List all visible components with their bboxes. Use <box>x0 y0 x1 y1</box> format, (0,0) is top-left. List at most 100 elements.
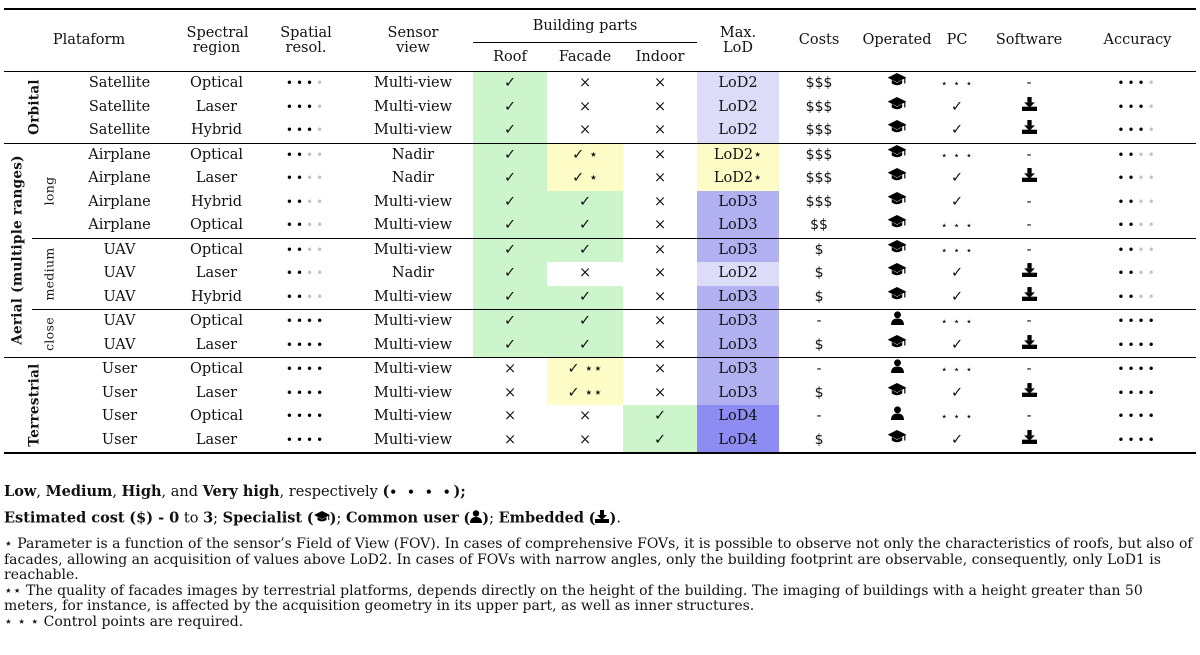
platform-cell: UAV <box>103 288 136 305</box>
spatial-resolution-dots: •••• <box>285 409 327 424</box>
cost-cell: $$$ <box>805 122 833 139</box>
common-user-icon <box>890 358 904 381</box>
header-facade: Facade <box>547 42 624 72</box>
roof-cell: ✓ <box>473 119 548 143</box>
spatial-resolution-dots: •••• <box>259 309 354 334</box>
operated-cell <box>859 237 936 262</box>
header-spectral: Spectral region <box>174 8 260 72</box>
software-cell: - <box>1026 408 1032 425</box>
max-lod-cell: LoD3 <box>697 357 780 382</box>
sensor-view-cell: Multi-view <box>374 408 453 425</box>
header-roof: Roof <box>473 42 548 72</box>
sensor-view-cell: Multi-view <box>374 217 453 234</box>
spatial-resolution-dots: •••• <box>285 218 327 233</box>
operated-cell <box>859 429 935 454</box>
platform-cell: Airplane <box>88 170 151 187</box>
indoor-cell: × <box>653 265 667 282</box>
accuracy-dots: •••• <box>1117 123 1158 138</box>
cost-cell: $ <box>814 431 824 448</box>
specialist-icon <box>887 119 907 142</box>
operated-cell <box>859 119 935 143</box>
cost-cell: $ <box>779 237 860 262</box>
specialist-icon <box>887 96 907 119</box>
embedded-icon <box>1021 262 1037 285</box>
pc-cell: ✓ <box>950 170 964 187</box>
platform-cell: User <box>101 408 138 425</box>
subgroup-close: close <box>32 309 65 358</box>
platform-cell: Airplane <box>88 193 151 210</box>
spectral-cell: Optical <box>189 217 244 234</box>
pc-cell: ⋆ ⋆ ⋆ <box>935 237 980 262</box>
group-aerial: Aerial (multiple ranges) <box>9 155 26 346</box>
cost-cell: $$$ <box>805 170 833 187</box>
roof-cell: × <box>503 361 517 378</box>
platform-cell: Satellite <box>88 98 151 115</box>
sensor-view-cell: Nadir <box>391 265 435 282</box>
operated-cell <box>859 358 935 382</box>
indoor-cell: × <box>653 217 667 234</box>
accuracy-dots: •••• <box>1117 362 1158 377</box>
spectral-cell: Laser <box>195 170 238 187</box>
software-cell: - <box>979 309 1080 334</box>
cost-cell: - <box>779 309 860 334</box>
max-lod-cell: LoD3 <box>697 285 780 310</box>
platform-cell: User <box>101 361 138 378</box>
max-lod-cell: LoD3 <box>697 214 780 238</box>
sensor-view-cell: Multi-view <box>374 288 453 305</box>
max-lod-cell: LoD3 <box>697 333 780 358</box>
operated-cell <box>859 309 936 334</box>
software-cell <box>979 334 1079 358</box>
sensor-view-cell: Multi-view <box>374 98 453 115</box>
platform-cell: Airplane <box>88 146 151 163</box>
facade-cell: ✓ <box>547 285 624 310</box>
group-terrestrial: Terrestrial <box>26 363 42 447</box>
specialist-icon <box>887 191 907 214</box>
pc-cell: ⋆ ⋆ ⋆ <box>940 363 974 377</box>
facade-cell: ✓ ⋆ <box>547 143 624 167</box>
platform-cell: Satellite <box>88 122 151 139</box>
cost-cell: $$$ <box>805 75 833 92</box>
specialist-icon <box>887 382 907 405</box>
operated-cell <box>859 191 935 215</box>
sensor-view-cell: Multi-view <box>374 193 453 210</box>
spectral-cell: Optical <box>189 146 244 163</box>
facade-cell: ✓ ⋆⋆ <box>547 381 624 405</box>
spectral-cell: Laser <box>195 265 238 282</box>
sensor-view-cell: Multi-view <box>353 309 474 334</box>
spatial-resolution-dots: •••• <box>285 289 327 304</box>
max-lod-cell: LoD2 <box>697 95 780 119</box>
embedded-icon <box>1021 429 1037 452</box>
accuracy-dots: •••• <box>1117 147 1158 162</box>
indoor-cell: × <box>653 146 667 163</box>
cost-cell: $$ <box>810 217 828 234</box>
spectral-cell: Hybrid <box>191 288 242 305</box>
legend-accuracy: Low, Medium, High, and Very high, respec… <box>4 483 466 501</box>
spatial-resolution-dots: •••• <box>285 171 327 186</box>
roof-cell: ✓ <box>473 309 548 334</box>
roof-cell: × <box>503 431 517 448</box>
cost-cell: $$$ <box>805 98 833 115</box>
sensor-view-cell: Nadir <box>391 170 435 187</box>
pc-cell: ✓ <box>950 98 964 115</box>
indoor-cell: × <box>653 75 667 92</box>
footnote-1: ⋆ Parameter is a function of the sensor’… <box>4 536 1193 583</box>
platform-cell: Satellite <box>88 75 151 92</box>
pc-cell: ⋆ ⋆ ⋆ <box>940 219 974 233</box>
specialist-icon <box>313 510 330 527</box>
accuracy-dots: •••• <box>1117 218 1158 233</box>
sensor-view-cell: Multi-view <box>374 336 453 353</box>
max-lod-cell: LoD2⋆ <box>697 167 780 191</box>
facade-cell: × <box>578 75 592 92</box>
spatial-resolution-dots: •••• <box>285 337 327 352</box>
sensor-view-cell: Multi-view <box>374 431 453 448</box>
header-software: Software <box>979 8 1080 72</box>
sensor-view-cell: Multi-view <box>374 122 453 139</box>
operated-cell <box>859 286 935 310</box>
header-pc: PC <box>935 8 980 72</box>
